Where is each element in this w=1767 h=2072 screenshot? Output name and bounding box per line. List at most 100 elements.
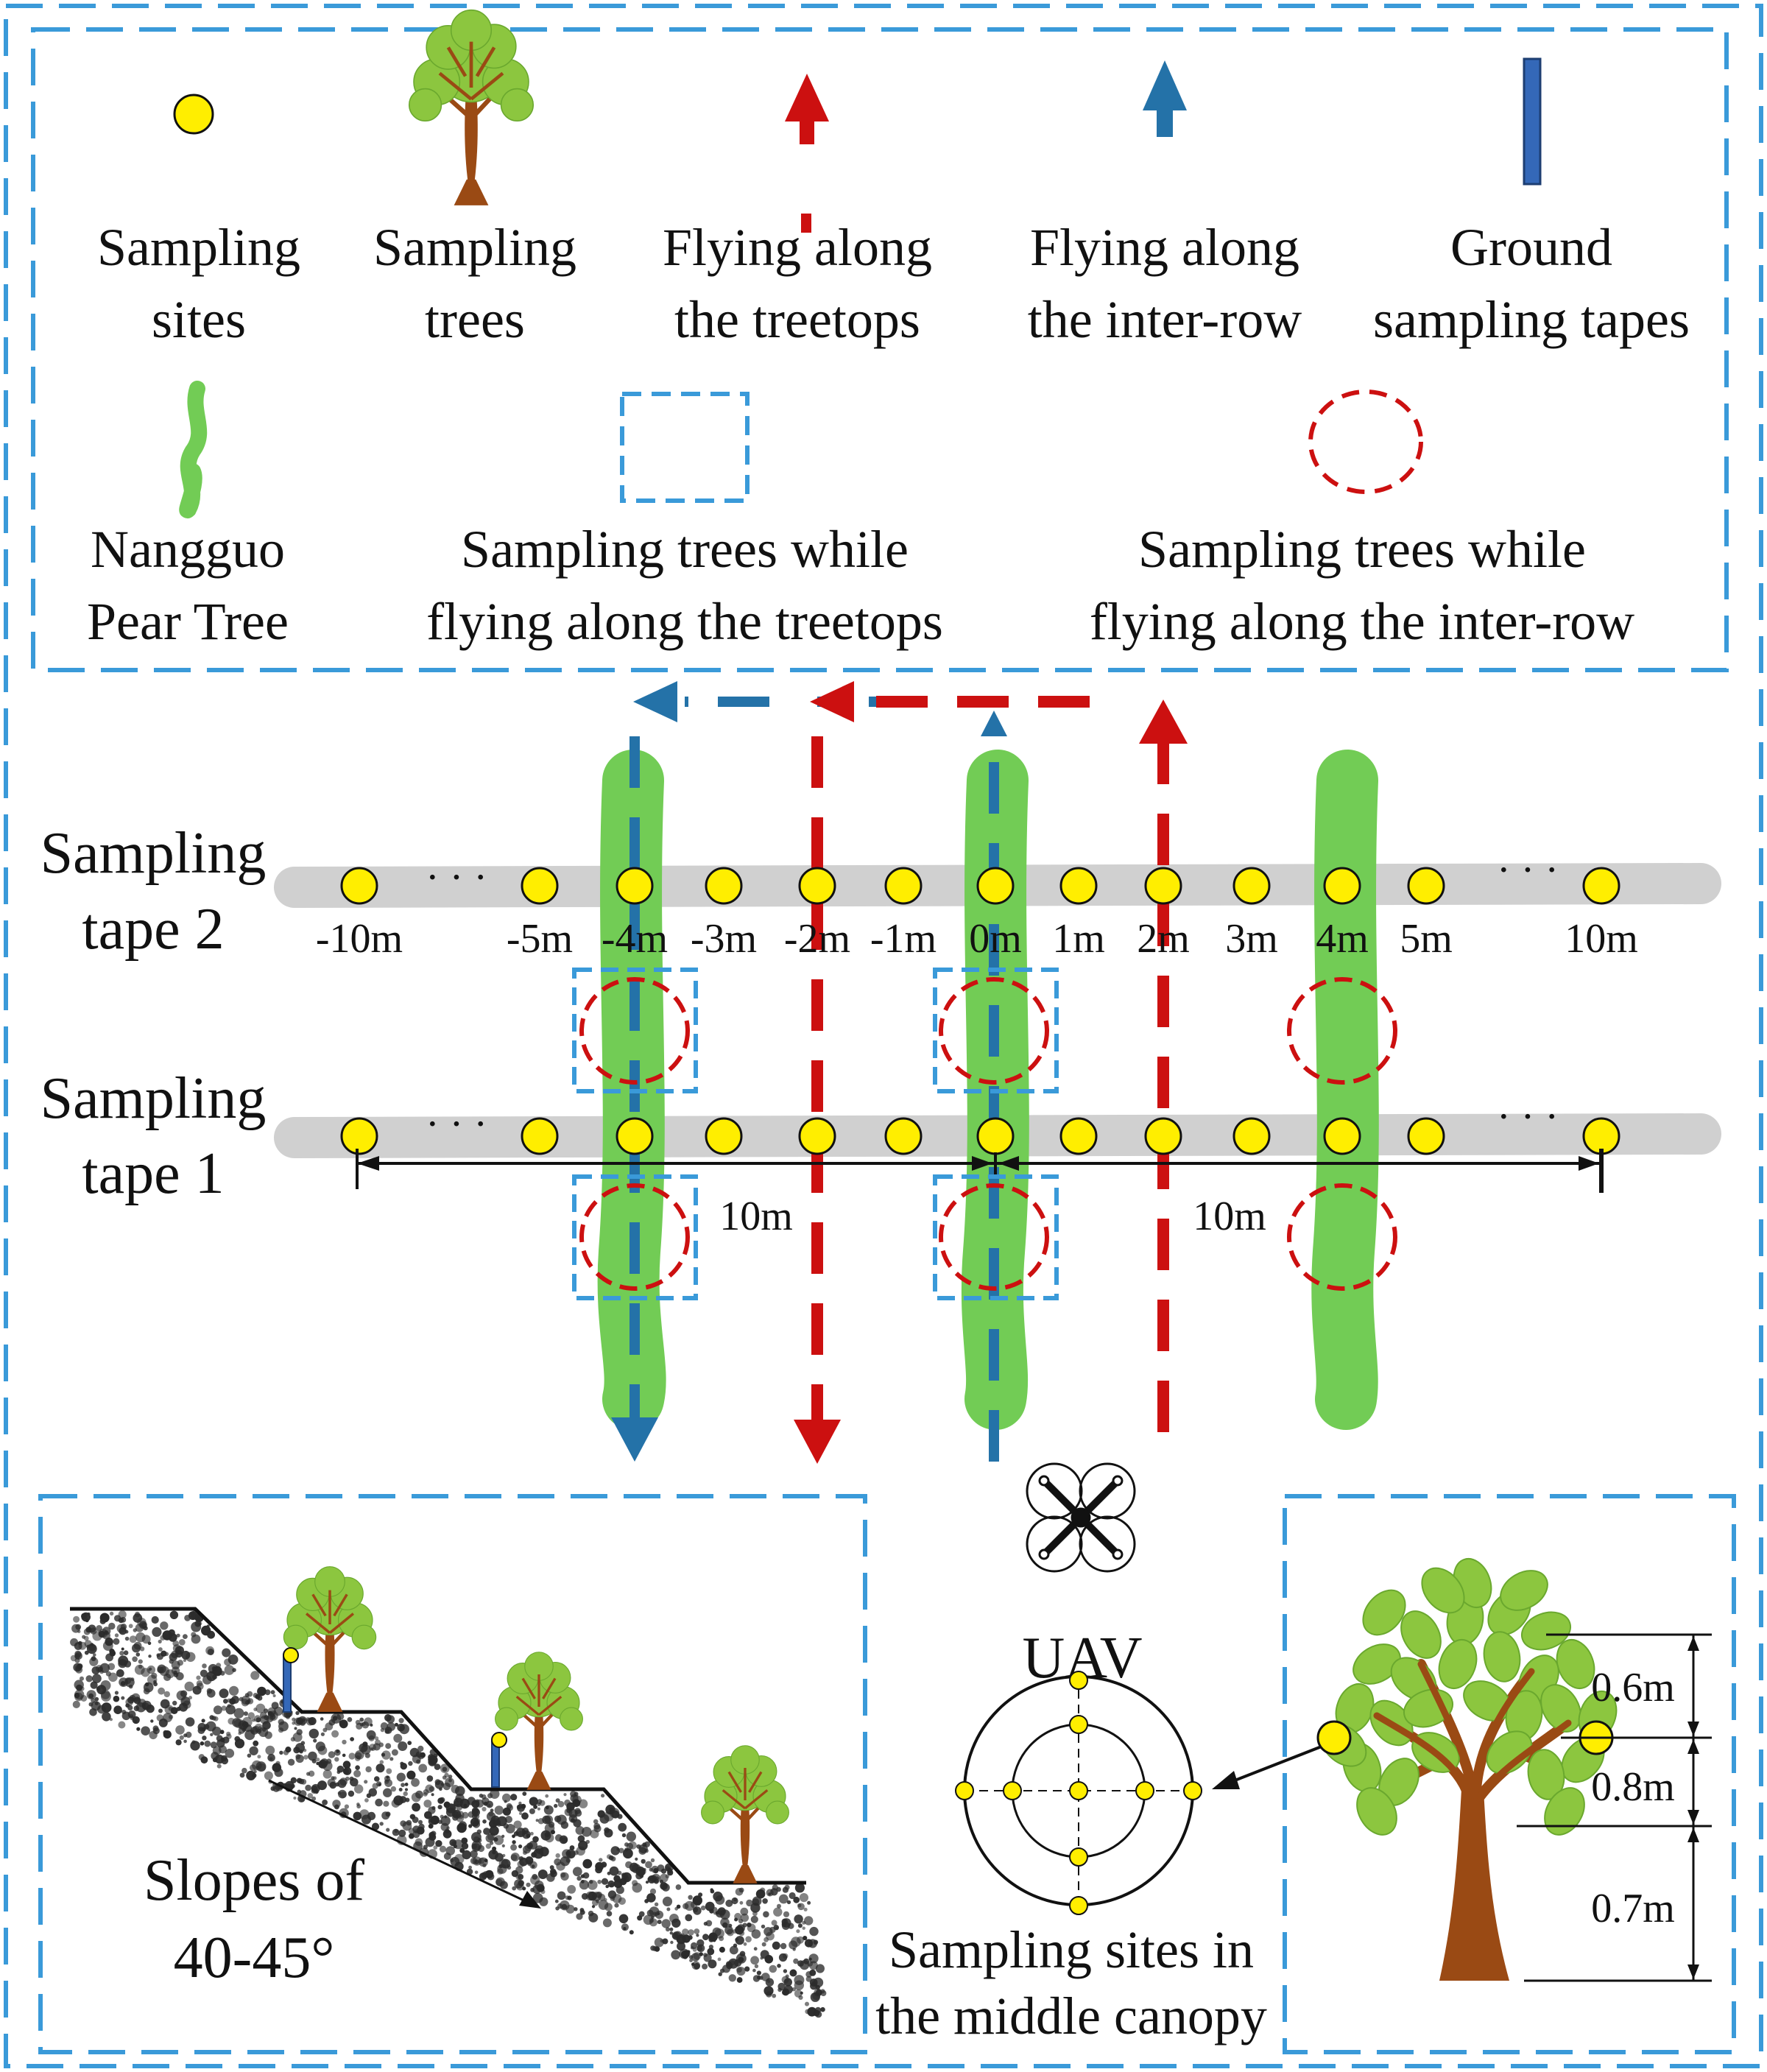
gravel-particle — [554, 1834, 562, 1842]
gravel-particle — [576, 1846, 585, 1856]
gravel-particle — [270, 1690, 275, 1695]
gravel-particle — [364, 1798, 369, 1803]
tape-2-site — [616, 867, 654, 905]
gravel-particle — [221, 1755, 228, 1762]
gravel-particle — [99, 1618, 106, 1624]
gravel-particle — [442, 1782, 451, 1791]
gravel-particle — [592, 1899, 599, 1906]
gravel-particle — [637, 1915, 643, 1921]
gravel-particle — [96, 1625, 102, 1632]
gravel-particle — [385, 1811, 391, 1817]
blue-arrowhead-up — [981, 711, 1007, 736]
outer-frame — [4, 4, 1763, 2068]
gravel-particle — [425, 1837, 435, 1847]
tape-1-site — [521, 1117, 559, 1155]
canopy-leaf — [1352, 1643, 1401, 1685]
tape-2-site — [1323, 867, 1361, 905]
gravel-particle — [487, 1833, 495, 1841]
gravel-particle — [518, 1801, 522, 1805]
gravel-particle — [667, 1870, 674, 1876]
gravel-particle — [565, 1895, 570, 1900]
gravel-particle — [515, 1866, 523, 1874]
tick-label: 10m — [1565, 916, 1638, 962]
gravel-particle — [692, 1907, 699, 1913]
gravel-particle — [128, 1624, 133, 1629]
gravel-particle — [361, 1814, 372, 1825]
gravel-particle — [124, 1677, 135, 1688]
gravel-particle — [589, 1880, 593, 1884]
gravel-particle — [522, 1791, 527, 1797]
gravel-particle — [348, 1752, 356, 1760]
tape-1-site — [1232, 1117, 1271, 1155]
gravel-particle — [691, 1953, 700, 1962]
gravel-particle — [705, 1920, 713, 1927]
gravel-particle — [173, 1672, 179, 1677]
gravel-particle — [702, 1963, 708, 1970]
gravel-particle — [677, 1942, 685, 1951]
gravel-particle — [398, 1741, 408, 1751]
gravel-particle — [448, 1775, 453, 1779]
gravel-particle — [417, 1745, 424, 1752]
gravel-particle — [116, 1669, 124, 1677]
gravel-particle — [518, 1880, 524, 1886]
svg-text:the treetops: the treetops — [674, 290, 920, 349]
canopy-pointer-arrow — [1212, 1742, 1330, 1789]
gravel-particle — [526, 1882, 531, 1887]
gravel-particle — [297, 1789, 302, 1794]
gravel-particle — [157, 1664, 166, 1674]
gravel-particle — [471, 1800, 480, 1808]
gravel-particle — [461, 1842, 469, 1850]
gravel-particle — [397, 1723, 405, 1732]
gravel-particle — [216, 1663, 222, 1668]
gravel-particle — [407, 1741, 412, 1746]
gravel-particle — [172, 1700, 177, 1706]
gravel-particle — [275, 1761, 281, 1766]
gravel-particle — [455, 1794, 465, 1803]
gravel-particle — [91, 1656, 96, 1662]
gravel-particle — [645, 1861, 652, 1869]
gravel-particle — [707, 1948, 715, 1956]
legend-tree-icon — [409, 10, 533, 205]
gravel-particle — [221, 1705, 227, 1711]
gravel-particle — [342, 1739, 347, 1745]
gravel-particle — [378, 1742, 384, 1747]
gravel-particle — [767, 1979, 771, 1984]
gravel-particle — [234, 1738, 245, 1749]
gravel-particle — [747, 1923, 752, 1928]
gravel-particle — [772, 1993, 777, 1998]
gravel-particle — [210, 1733, 214, 1736]
gravel-particle — [431, 1793, 434, 1797]
terrace-tree-1 — [283, 1567, 375, 1712]
gravel-particle — [685, 1914, 693, 1922]
gravel-particle — [561, 1903, 568, 1910]
gravel-particle — [196, 1680, 203, 1687]
gravel-particle — [183, 1700, 191, 1709]
gravel-particle — [468, 1824, 473, 1828]
svg-text:Slopes of: Slopes of — [144, 1848, 364, 1913]
gravel-particle — [560, 1821, 569, 1829]
gravel-particle — [601, 1878, 609, 1885]
legend-blue-box-icon — [620, 392, 750, 503]
gravel-particle — [729, 1945, 738, 1955]
gravel-particle — [566, 1808, 571, 1814]
gravel-particle — [186, 1652, 196, 1662]
tape-1-site — [798, 1117, 836, 1155]
gravel-particle — [392, 1828, 400, 1836]
gravel-particle — [783, 1953, 789, 1959]
gravel-particle — [249, 1746, 258, 1755]
gravel-particle — [497, 1816, 507, 1827]
gravel-particle — [621, 1833, 627, 1838]
gravel-particle — [654, 1937, 664, 1948]
gravel-particle — [253, 1740, 259, 1747]
gravel-particle — [468, 1865, 472, 1870]
svg-text:flying along the inter-row: flying along the inter-row — [1090, 592, 1634, 651]
gravel-particle — [201, 1719, 205, 1723]
gravel-particle — [679, 1948, 690, 1959]
gravel-particle — [618, 1822, 627, 1832]
gravel-particle — [654, 1902, 659, 1906]
slope-direction-arrow — [268, 1779, 541, 1909]
gravel-particle — [498, 1858, 509, 1869]
gravel-particle — [642, 1842, 647, 1847]
gravel-particle — [118, 1659, 127, 1668]
gravel-particle — [776, 1886, 781, 1892]
